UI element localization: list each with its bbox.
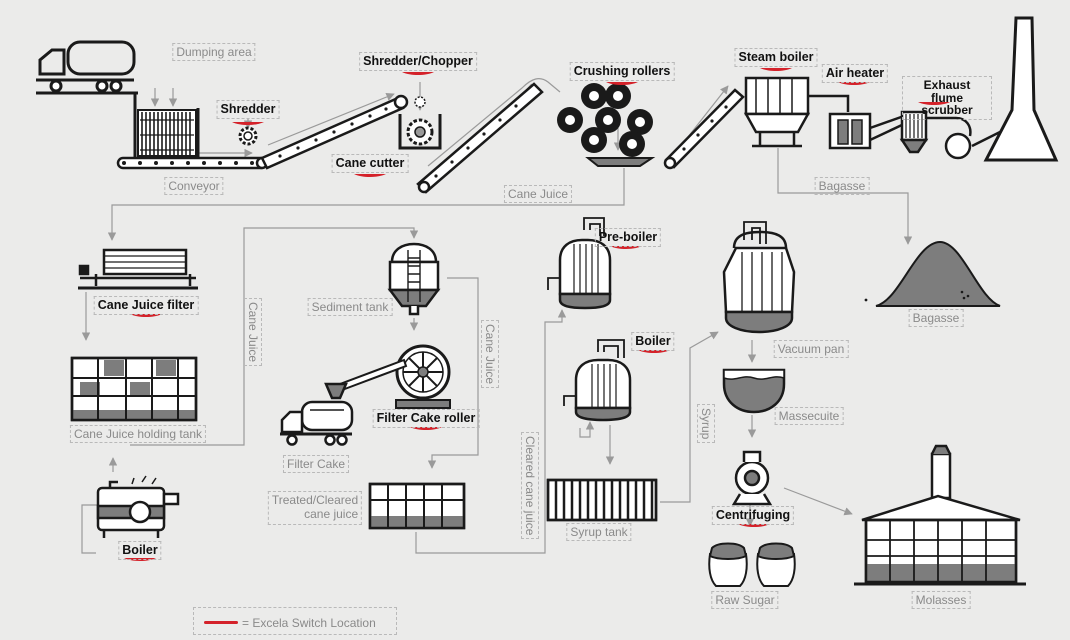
inclined-conveyor-1 <box>260 94 409 170</box>
flow-lines <box>81 78 913 554</box>
label-syrup-tank: Syrup tank <box>566 523 632 541</box>
filter-cake-truck-icon <box>280 382 354 446</box>
label-sediment-tank: Sediment tank <box>307 298 393 316</box>
label-filter-cake-roller: Filter Cake roller <box>372 409 480 428</box>
label-cane-juice-filter: Cane Juice filter <box>93 296 199 315</box>
boiler-left-icon <box>96 475 180 538</box>
label-boiler-right: Boiler <box>631 332 675 351</box>
label-treated-juice: Treated/Cleared cane juice <box>267 491 363 525</box>
raw-sugar-sacks-icon <box>708 542 796 587</box>
treated-juice-tank-icon <box>368 482 466 530</box>
legend-switch-marker <box>204 621 238 624</box>
label-shredder: Shredder <box>216 100 280 119</box>
label-steam-boiler: Steam boiler <box>734 48 818 67</box>
sediment-tank-icon <box>387 242 441 316</box>
label-exhaust-scrubber: Exhaust flume scrubber <box>902 76 992 120</box>
label-boiler-left: Boiler <box>118 541 162 560</box>
label-conveyor: Conveyor <box>164 177 224 195</box>
dumping-hopper-icon <box>133 93 200 162</box>
switch-marker-pre-boiler <box>610 246 642 249</box>
label-bagasse: Bagasse <box>908 309 964 327</box>
label-crushing-rollers: Crushing rollers <box>569 62 675 81</box>
cane-cutter-icon <box>398 96 442 150</box>
pre-boiler-icon <box>547 217 612 310</box>
holding-tank-icon <box>70 356 198 422</box>
label-shredder-chopper: Shredder/Chopper <box>359 52 477 71</box>
centrifuge-icon <box>731 450 773 506</box>
label-raw-sugar: Raw Sugar <box>711 591 779 609</box>
switch-marker-juice-filter <box>130 314 162 317</box>
inclined-conveyor-2 <box>416 82 544 194</box>
label-cane-juice-flow: Cane Juice <box>503 185 573 203</box>
label-cane-juice-vertical: Cane Juice <box>244 298 262 367</box>
label-molasses: Molasses <box>911 591 971 609</box>
conveyor-belt-icon <box>116 156 269 170</box>
label-treated-line2: cane juice <box>304 506 359 521</box>
switch-marker-steam-boiler <box>760 68 792 71</box>
switch-marker-chopper <box>402 72 434 75</box>
chimney-icon <box>983 16 1059 162</box>
label-bagasse-flow: Bagasse <box>814 177 870 195</box>
label-pre-boiler: Pre-boiler <box>594 228 662 247</box>
filter-cake-roller-icon <box>338 344 451 409</box>
switch-marker-scrubber <box>918 102 950 105</box>
switch-marker-boiler-right <box>638 350 670 353</box>
massecuite-icon <box>722 368 786 414</box>
label-centrifuging: Centrifuging <box>711 506 795 525</box>
legend: = Excela Switch Location <box>193 607 397 635</box>
label-vacuum-pan: Vacuum pan <box>773 340 849 358</box>
label-treated-line1: Treated/Cleared <box>271 493 359 507</box>
inclined-conveyor-3 <box>663 88 745 170</box>
legend-text: = Excela Switch Location <box>242 616 376 630</box>
steam-boiler-icon <box>743 76 850 148</box>
exhaust-scrubber-icon <box>899 110 1001 160</box>
syrup-tank-icon <box>546 478 658 522</box>
bagasse-pile-icon <box>864 240 1001 307</box>
label-holding-tank: Cane Juice holding tank <box>69 425 207 443</box>
label-syrup: Syrup <box>697 404 715 444</box>
switch-marker-cane-cutter <box>354 174 386 177</box>
cane-juice-filter-icon <box>78 248 198 290</box>
delivery-truck-icon <box>36 40 138 95</box>
switch-marker-air-heater <box>838 82 870 85</box>
label-filter-cake: Filter Cake <box>282 455 350 473</box>
shredder-gear-icon <box>238 126 258 146</box>
switch-marker-shredder <box>232 122 264 125</box>
vacuum-pan-icon <box>722 221 796 334</box>
air-heater-icon <box>828 112 905 150</box>
label-cleared-cane-juice: Cleared cane juice <box>521 432 539 540</box>
label-dumping-area: Dumping area <box>172 43 256 61</box>
label-air-heater: Air heater <box>821 64 889 83</box>
crushing-rollers-icon <box>557 83 656 167</box>
switch-marker-filter-cake <box>410 427 442 430</box>
label-massecuite: Massecuite <box>774 407 844 425</box>
label-cane-juice-vertical-2: Cane Juice <box>481 320 499 389</box>
label-cane-cutter: Cane cutter <box>331 154 409 173</box>
boiler-right-icon <box>563 339 632 422</box>
molasses-warehouse-icon <box>854 444 1026 586</box>
switch-marker-crushing <box>606 82 638 85</box>
switch-marker-centrifuging <box>738 524 770 527</box>
